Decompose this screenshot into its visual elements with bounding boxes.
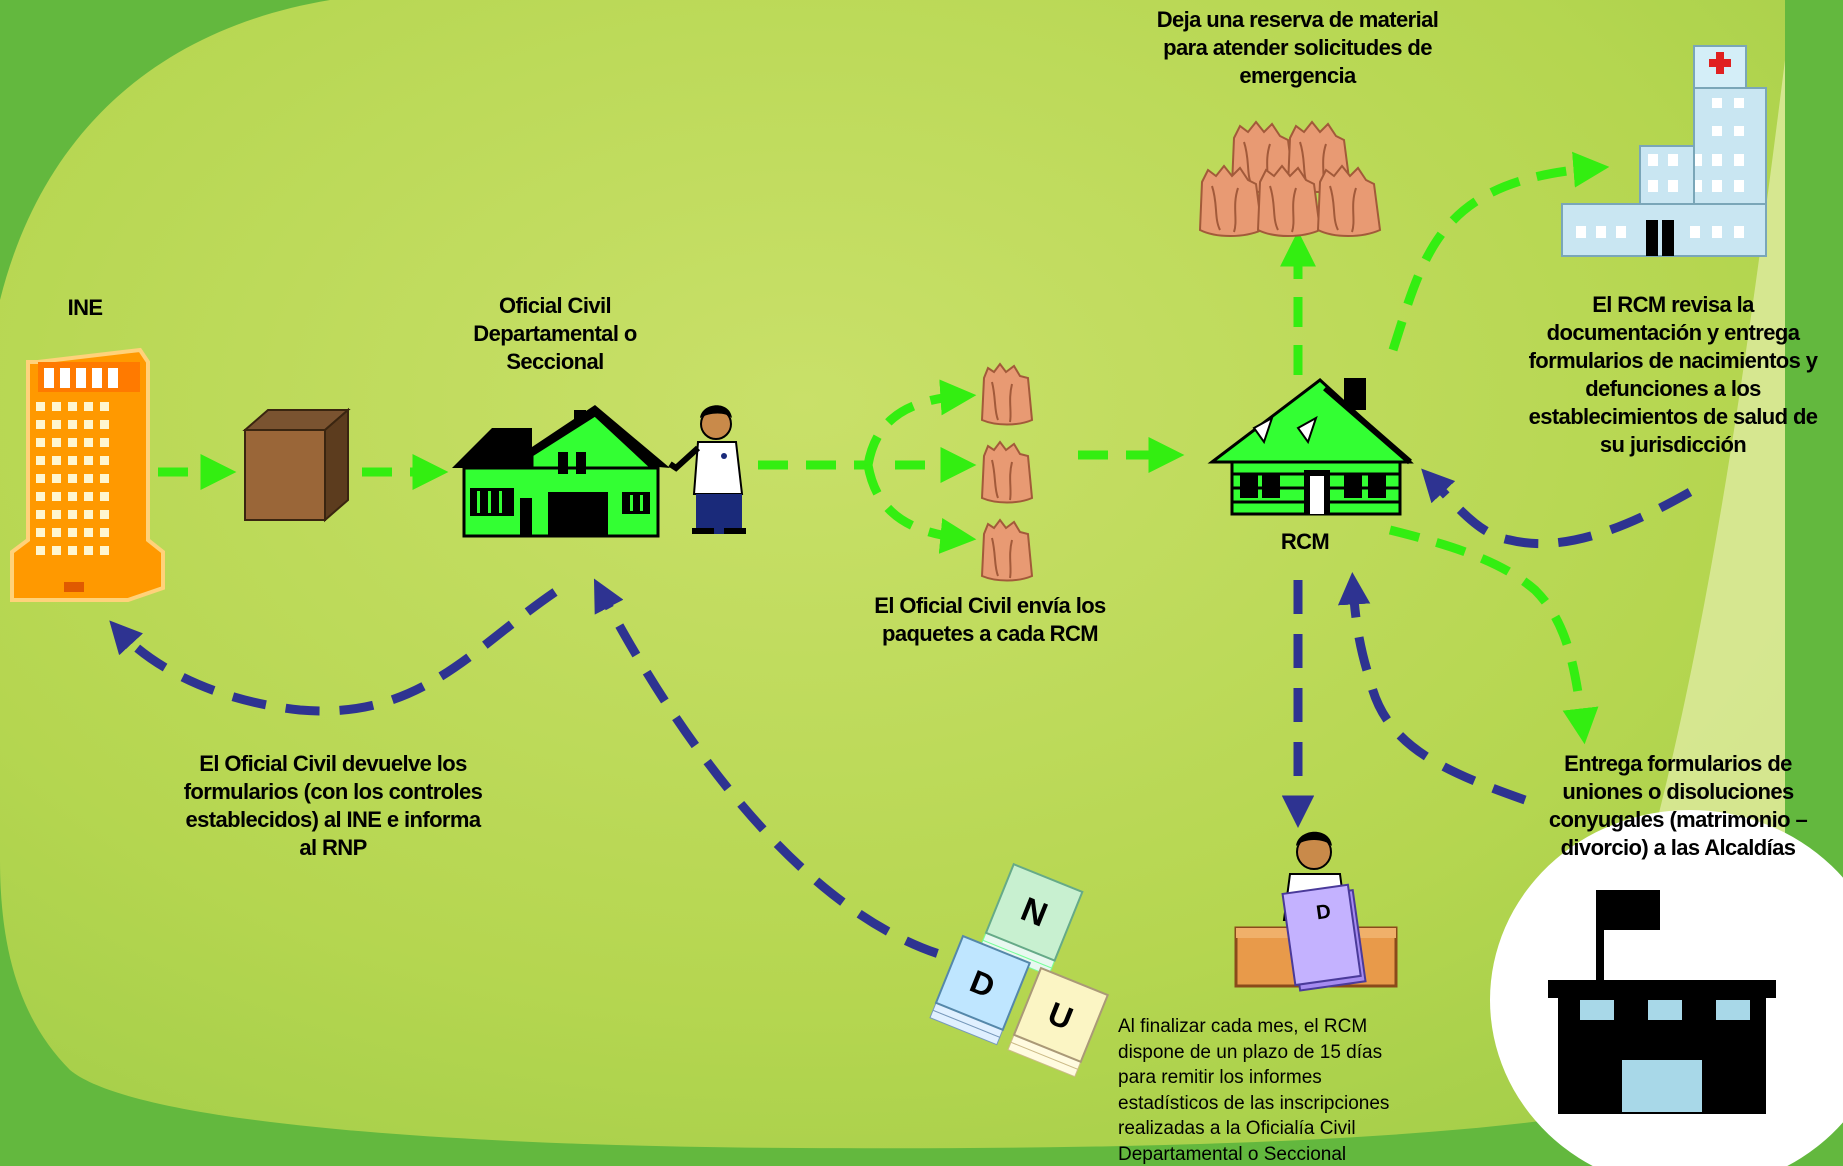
reserve-caption: Deja una reserva de material para atende… [1156, 7, 1439, 88]
arrow-alcaldia-to-rcm [1337, 572, 1527, 805]
monthly-report-caption: Al finalizar cada mes, el RCM dispone de… [1118, 1016, 1390, 1165]
package-bags-icon [981, 363, 1033, 582]
clerk-desk-icon: D [1234, 831, 1398, 992]
official-person-icon [668, 405, 746, 534]
arrow-forms-to-office [593, 578, 991, 970]
package-box-icon [242, 407, 351, 523]
reserve-bags-icon [1199, 121, 1381, 237]
ine-label: INE [67, 295, 103, 320]
arrow-office-to-ine [109, 588, 558, 716]
returns-forms-caption: El Oficial Civil devuelve los formulario… [183, 751, 483, 860]
arrow-hospital-to-rcm [1421, 468, 1693, 548]
oficial-civil-label: Oficial Civil Departamental o Seccional [473, 293, 637, 374]
forward-arrows [158, 151, 1610, 745]
return-arrows [109, 468, 1693, 970]
departmental-office-icon [452, 405, 670, 538]
rcm-review-caption: El RCM revisa la documentación y entrega… [1528, 292, 1818, 457]
arrow-to-bag-bottom [863, 464, 977, 554]
form-stacks-icon: N D U [929, 862, 1110, 1078]
ine-building-icon [10, 347, 165, 602]
arrow-rcm-to-hospital [1388, 151, 1610, 352]
sends-packages-caption: El Oficial Civil envía los paquetes a ca… [874, 593, 1106, 646]
rcm-house-icon [1207, 378, 1414, 516]
arrow-rcm-to-alcaldia [1388, 525, 1599, 745]
alcaldia-icon [1490, 810, 1843, 1166]
arrow-to-bag-top [863, 379, 977, 466]
hospital-icon [1561, 45, 1767, 257]
rcm-label: RCM [1280, 529, 1330, 554]
marriage-forms-caption: Entrega formularios de uniones o disoluc… [1548, 751, 1808, 860]
clerk-book-letter: D [1315, 901, 1332, 925]
